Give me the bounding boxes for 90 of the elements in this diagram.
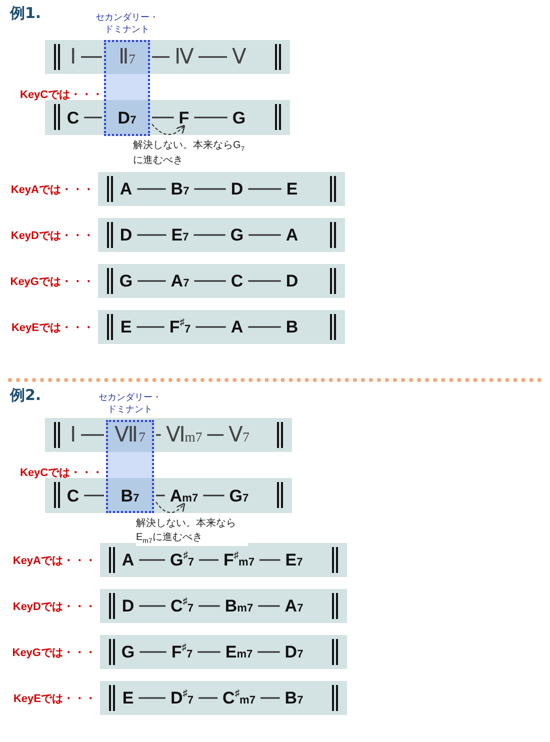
connector-line: [137, 234, 166, 236]
section-heading: 例2.: [10, 386, 42, 405]
box-heading: セカンダリー・ドミナント: [98, 392, 162, 416]
connector-line: [198, 651, 220, 653]
chord-symbol: Ⅰ: [65, 46, 81, 68]
chord-symbol: Ⅴ: [227, 46, 251, 68]
progression-bar: [100, 635, 347, 669]
connector-line: [194, 234, 226, 236]
connector-line: [152, 56, 170, 58]
connector-line: [248, 326, 281, 328]
connector-line: [138, 280, 166, 282]
progression-bar: [98, 310, 345, 344]
chord-symbol: Ⅳ: [170, 46, 198, 68]
progression-bar: [98, 172, 345, 206]
chord-symbol: E: [117, 690, 139, 706]
chord-symbol: G: [227, 109, 251, 126]
chord-symbol: A: [116, 552, 140, 568]
connector-line: [196, 326, 226, 328]
connector-line: [137, 188, 166, 190]
chord-symbol: E: [115, 318, 137, 336]
chord-symbol: C: [62, 487, 84, 504]
connector-line: [248, 280, 281, 282]
chord-symbol: E: [281, 180, 303, 198]
connector-line: [203, 494, 224, 496]
key-label: KeyAでは・・・: [10, 183, 94, 197]
progression-bar: [45, 478, 292, 513]
chord-symbol: A: [280, 226, 304, 244]
connector-line: [156, 494, 165, 496]
key-label: KeyCでは・・・: [20, 88, 104, 102]
curved-arrow: [156, 502, 186, 514]
connector-line: [207, 434, 224, 436]
connector-line: [248, 234, 281, 236]
key-label: KeyEでは・・・: [11, 321, 94, 335]
chord-symbol: C: [62, 109, 84, 126]
connector-line: [84, 116, 102, 118]
progression-bar: [100, 589, 347, 623]
curved-arrow: [152, 124, 186, 135]
progression-bar: [45, 100, 290, 135]
connector-line: [199, 559, 218, 561]
key-label: KeyGでは・・・: [10, 275, 94, 289]
connector-line: [84, 494, 104, 496]
chord-symbol: G: [116, 644, 140, 660]
edge-label: 解決しない。本来ならE$_{m7}$に進むべき: [136, 517, 248, 546]
chord-symbol: F: [174, 109, 194, 126]
chord-symbol: D: [280, 272, 304, 290]
chord-symbol: B: [280, 318, 304, 336]
connector-line: [198, 697, 218, 699]
chord-symbol: D: [226, 180, 248, 198]
chord-symbol: Ⅰ: [65, 424, 81, 446]
chord-symbol: C: [226, 272, 248, 290]
connector-line: [260, 559, 280, 561]
key-label: KeyEでは・・・: [13, 692, 96, 706]
connector-line: [194, 280, 226, 282]
progression-bar: [100, 681, 347, 715]
progression-bar: [45, 418, 292, 452]
chord-symbol: G: [114, 272, 138, 290]
chord-symbol: A: [226, 318, 248, 336]
connector-line: [81, 56, 102, 58]
box-heading: セカンダリー・ドミナント: [94, 12, 160, 36]
connector-line: [136, 326, 164, 328]
connector-line: [81, 434, 104, 436]
connector-line: [194, 188, 226, 190]
connector-line: [260, 697, 280, 699]
connector-line: [258, 651, 280, 653]
connector-line: [258, 605, 280, 607]
section-heading: 例1.: [10, 4, 42, 23]
chord-symbol: D: [116, 598, 140, 614]
key-label: KeyDでは・・・: [12, 600, 96, 614]
connector-line: [156, 434, 161, 436]
connector-line: [138, 697, 166, 699]
key-label: KeyAでは・・・: [12, 554, 96, 568]
progression-bar: [98, 264, 345, 298]
edge-label: 解決しない。本来ならG$_{7}$に進むべき: [133, 139, 245, 168]
chord-symbol: D: [114, 226, 138, 244]
connector-line: [139, 559, 165, 561]
progression-bar: [45, 40, 290, 74]
progression-bar: [98, 218, 345, 252]
progression-bar: [100, 543, 347, 577]
connector-line: [198, 605, 220, 607]
connector-line: [248, 188, 282, 190]
connector-line: [194, 116, 228, 118]
chord-symbol: A: [114, 180, 138, 198]
connector-line: [152, 116, 174, 118]
key-label: KeyCでは・・・: [20, 466, 104, 480]
connector-line: [140, 651, 166, 653]
key-label: KeyDでは・・・: [10, 229, 94, 243]
key-label: KeyGでは・・・: [12, 646, 96, 660]
connector-line: [198, 56, 227, 58]
chord-symbol: G: [225, 226, 249, 244]
connector-line: [139, 605, 166, 607]
